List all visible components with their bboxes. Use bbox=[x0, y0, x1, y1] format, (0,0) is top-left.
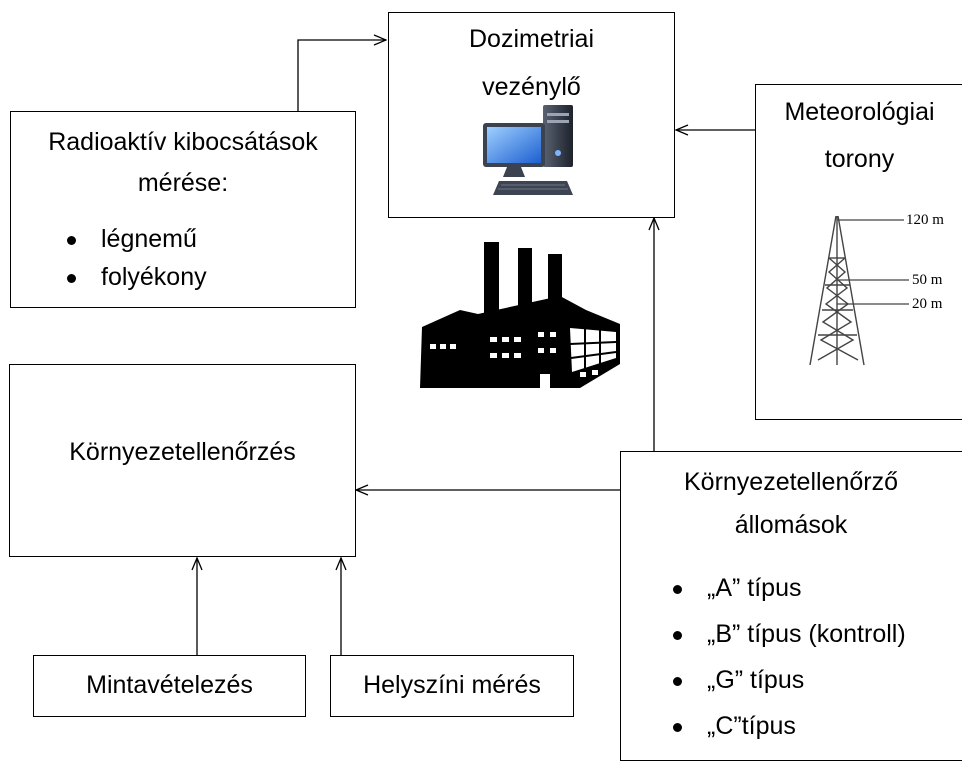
allomasok-box: Környezetellenőrző állomások „A” típus „… bbox=[620, 451, 962, 761]
dozimetriai-title-line2: vezénylő bbox=[482, 73, 581, 101]
meteorologiai-title-line2: torony bbox=[824, 145, 895, 173]
arrow-radioaktiv-to-dozimetriai bbox=[297, 40, 386, 111]
radioaktiv-box: Radioaktív kibocsátások mérése: légnemű … bbox=[10, 111, 356, 308]
radioaktiv-title-line2: mérése: bbox=[137, 169, 229, 197]
allomasok-list: „A” típus „B” típus (kontroll) „G” típus… bbox=[667, 576, 906, 739]
list-item: „A” típus bbox=[667, 576, 906, 601]
dozimetriai-box: Dozimetriai vezénylő bbox=[388, 12, 675, 218]
list-item: „B” típus (kontroll) bbox=[667, 622, 906, 647]
list-item: légnemű bbox=[61, 227, 207, 252]
kornyezetellenorzes-title: Környezetellenőrzés bbox=[69, 438, 296, 466]
radioaktiv-list: légnemű folyékony bbox=[61, 227, 207, 290]
dozimetriai-title-line1: Dozimetriai bbox=[468, 25, 595, 53]
kornyezetellenorzes-box: Környezetellenőrzés bbox=[9, 364, 356, 557]
list-item: „G” típus bbox=[667, 668, 906, 693]
connector-arrows bbox=[0, 0, 755, 655]
allomasok-title-line2: állomások bbox=[734, 511, 848, 539]
weather-tower-icon bbox=[809, 215, 909, 366]
mintavetelezes-title: Mintavételezés bbox=[86, 671, 253, 699]
meteorologiai-box: Meteorológiai torony 120 m 50 m 20 m bbox=[755, 84, 962, 420]
radioaktiv-title-line1: Radioaktív kibocsátások bbox=[48, 128, 318, 156]
desktop-computer-icon bbox=[483, 105, 573, 195]
tower-label-50m: 50 m bbox=[912, 272, 943, 288]
helyszini-title: Helyszíni mérés bbox=[363, 671, 541, 699]
meteorologiai-title-line1: Meteorológiai bbox=[784, 98, 935, 126]
tower-label-20m: 20 m bbox=[912, 296, 943, 312]
mintavetelezes-box: Mintavételezés bbox=[33, 655, 306, 717]
tower-label-120m: 120 m bbox=[906, 212, 944, 228]
list-item: „C”típus bbox=[667, 714, 906, 739]
helyszini-box: Helyszíni mérés bbox=[330, 655, 574, 717]
list-item: folyékony bbox=[61, 265, 207, 290]
allomasok-title-line1: Környezetellenőrző bbox=[683, 468, 898, 496]
factory-icon bbox=[420, 242, 620, 388]
